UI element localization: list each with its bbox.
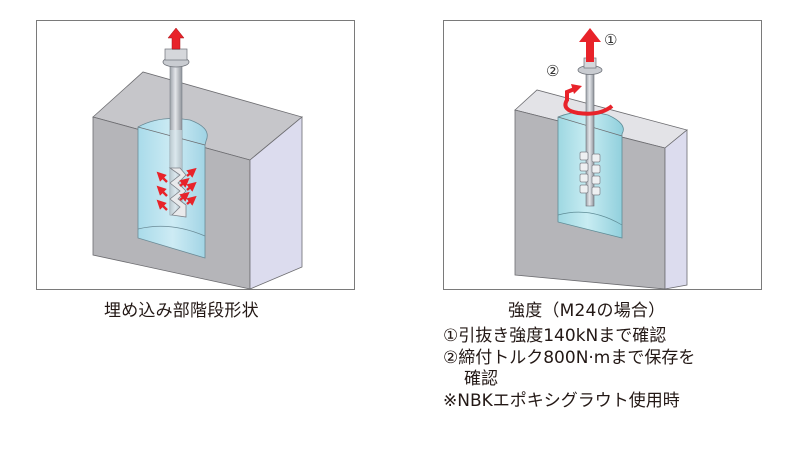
block-side-face bbox=[249, 116, 303, 290]
arrow-up-icon bbox=[579, 28, 601, 62]
marker-1: ① bbox=[604, 31, 618, 49]
stepped-embedment bbox=[168, 167, 187, 218]
torque-arrow-right bbox=[563, 84, 614, 116]
force-arrows-left bbox=[156, 167, 197, 211]
note-pullout-strength: ①引抜き強度140kNまで確認 bbox=[443, 326, 667, 346]
force-arrow bbox=[156, 185, 168, 197]
anchor-bolt-right bbox=[577, 57, 603, 207]
figure-caption-strength: 強度（M24の場合） bbox=[508, 301, 666, 321]
note-tightening-torque-cont: 確認 bbox=[464, 369, 498, 389]
figure-caption-embedded-step-shape: 埋め込み部階段形状 bbox=[104, 301, 259, 321]
force-arrow bbox=[156, 171, 168, 183]
force-arrow bbox=[179, 177, 190, 188]
force-arrow bbox=[156, 199, 168, 211]
stepped-embedment bbox=[579, 151, 601, 196]
pull-arrow-right bbox=[579, 28, 601, 62]
force-arrow bbox=[186, 195, 197, 206]
rotate-arrow-icon bbox=[563, 98, 614, 116]
block-side-face bbox=[664, 129, 688, 290]
note-grout-condition: ※NBKエポキシグラウト使用時 bbox=[443, 390, 680, 411]
force-arrow bbox=[186, 181, 197, 192]
pull-arrow-left bbox=[167, 27, 185, 50]
strength-notes: ①引抜き強度140kNまで確認 ②締付トルク800N·mまで保存を 確認 ※NB… bbox=[443, 326, 695, 412]
force-arrow bbox=[179, 191, 190, 202]
arrow-up-icon bbox=[167, 27, 185, 50]
note-tightening-torque: ②締付トルク800N·mまで保存を bbox=[443, 347, 696, 368]
force-arrow bbox=[186, 167, 197, 178]
marker-2: ② bbox=[546, 62, 560, 80]
